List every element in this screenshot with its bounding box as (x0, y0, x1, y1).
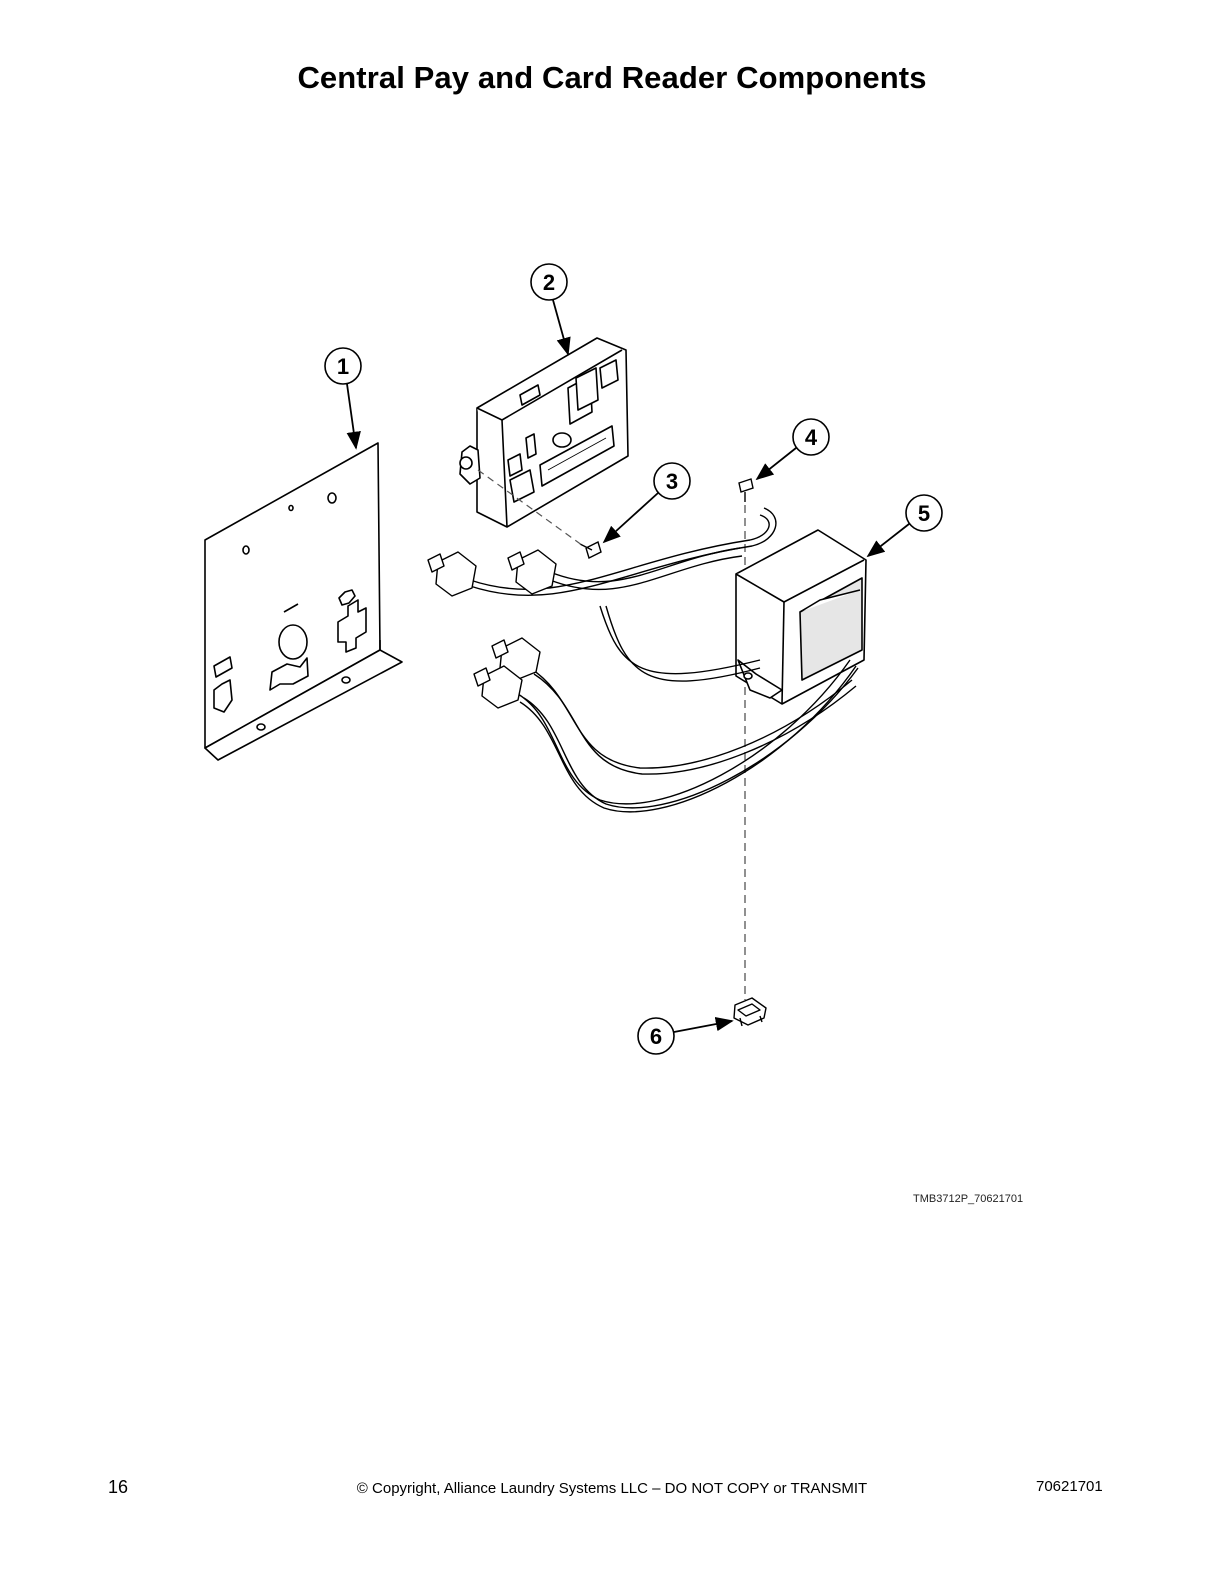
board-screw (477, 469, 602, 559)
callout-5: 5 (866, 494, 943, 558)
document-number: 70621701 (1036, 1478, 1103, 1495)
wire-connectors (427, 549, 557, 709)
callout-1: 1 (324, 347, 362, 450)
copyright-notice: © Copyright, Alliance Laundry Systems LL… (356, 1480, 868, 1497)
svg-text:2: 2 (543, 270, 555, 295)
transformer-screw (738, 478, 754, 1000)
clip-nut (733, 997, 767, 1027)
control-board (459, 337, 629, 528)
callout-6: 6 (637, 1016, 734, 1055)
svg-text:4: 4 (805, 425, 818, 450)
figure-id: TMB3712P_70621701 (913, 1193, 1024, 1205)
svg-text:1: 1 (337, 354, 349, 379)
wire-harness (469, 507, 859, 813)
mounting-bracket (204, 442, 403, 761)
page-title: Central Pay and Card Reader Components (297, 60, 927, 95)
transformer (735, 529, 867, 705)
svg-text:6: 6 (650, 1024, 662, 1049)
callout-4: 4 (755, 418, 830, 481)
svg-text:5: 5 (918, 501, 930, 526)
page-number: 16 (108, 1477, 129, 1497)
svg-text:3: 3 (666, 469, 678, 494)
callout-3: 3 (602, 462, 691, 544)
callout-2: 2 (530, 263, 571, 356)
